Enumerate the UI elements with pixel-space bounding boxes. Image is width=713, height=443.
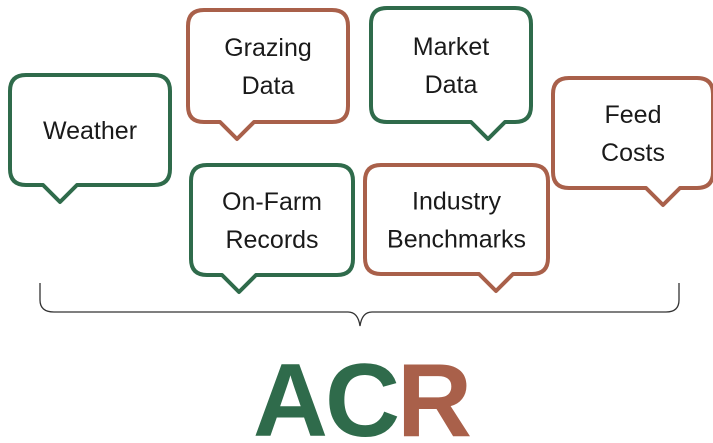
bubble-label-line: Grazing [224,34,312,62]
bubble-outline [186,8,350,141]
bubble-outline [369,6,533,141]
bubble-label-line: Records [225,226,318,254]
bubble-outline [363,163,550,293]
bubble-label-line: Data [425,71,478,99]
logo-letter-a: A [253,343,326,443]
acr-logo: ACR [253,343,470,443]
bubble-outline [551,76,713,207]
logo-letter-c: C [325,343,398,443]
bubble-label-line: Data [242,72,295,100]
bubble-label-line: Feed [605,101,662,129]
bubble-outline [189,163,355,294]
bubble-label-line: Market [413,33,489,61]
bubble-outline [8,73,172,204]
curly-brace [39,283,680,327]
bubble-label-line: Benchmarks [387,226,526,254]
bubble-label-line: On-Farm [222,188,322,216]
bubble-label-line: Costs [601,139,665,167]
bubble-label-line: Weather [43,117,137,145]
bubble-label-line: Industry [412,188,501,216]
logo-letter-r: R [397,343,470,443]
bubble-weather: Weather [8,73,172,204]
bubble-label: Weather [43,117,137,145]
